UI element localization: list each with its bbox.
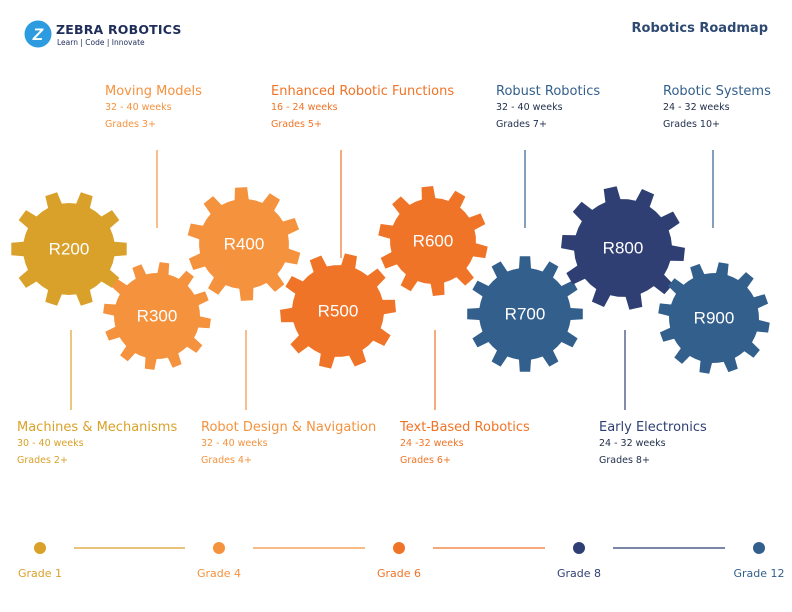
course-robot-design-navigation: Robot Design & Navigation 32 - 40 weeks …: [201, 420, 376, 469]
timeline-label-grade-4: Grade 4: [196, 567, 242, 580]
timeline-label-grade-12: Grade 12: [733, 567, 785, 580]
course-title: Robotic Systems: [663, 84, 771, 99]
course-grades: Grades 5+: [271, 119, 322, 130]
timeline-dot: [573, 542, 585, 554]
gear-label: R300: [137, 306, 178, 325]
course-moving-models: Moving Models 32 - 40 weeks Grades 3+: [105, 84, 202, 133]
course-duration: 24 -32 weeks: [400, 438, 464, 449]
course-machines-mechanisms: Machines & Mechanisms 30 - 40 weeks Grad…: [17, 420, 177, 469]
course-title: Robot Design & Navigation: [201, 420, 377, 435]
gear-r200: [11, 192, 127, 306]
course-robust-robotics: Robust Robotics 32 - 40 weeks Grades 7+: [496, 84, 600, 133]
course-grades: Grades 8+: [599, 455, 650, 466]
brand-tagline: Learn | Code | Innovate: [57, 38, 145, 47]
course-duration: 16 - 24 weeks: [271, 102, 338, 113]
course-grades: Grades 7+: [496, 119, 547, 130]
gear-r300: [103, 262, 211, 370]
course-duration: 32 - 40 weeks: [105, 102, 172, 113]
timeline-label-grade-1: Grade 1: [17, 567, 63, 580]
z-logo-icon: Z: [24, 20, 52, 48]
course-grades: Grades 2+: [17, 455, 68, 466]
gear-label: R400: [224, 234, 265, 253]
course-title: Early Electronics: [599, 420, 707, 435]
course-duration: 30 - 40 weeks: [17, 438, 84, 449]
gear-label: R900: [694, 308, 735, 327]
brand-name: ZEBRA ROBOTICS: [56, 22, 182, 37]
page-title: Robotics Roadmap: [631, 21, 768, 36]
course-title: Enhanced Robotic Functions: [271, 84, 455, 99]
course-duration: 24 - 32 weeks: [663, 102, 730, 113]
course-title: Robust Robotics: [496, 84, 601, 99]
course-title: Moving Models: [105, 84, 202, 99]
svg-text:Z: Z: [32, 25, 44, 44]
gear-r400: [187, 187, 301, 301]
gear-label: R800: [603, 238, 644, 257]
course-enhanced-robotic-functions: Enhanced Robotic Functions 16 - 24 weeks…: [271, 84, 454, 133]
course-robotic-systems: Robotic Systems 24 - 32 weeks Grades 10+: [663, 84, 771, 133]
timeline-dot: [393, 542, 405, 554]
course-duration: 24 - 32 weeks: [599, 438, 666, 449]
gear-r700: [467, 256, 583, 372]
course-text-based-robotics: Text-Based Robotics 24 -32 weeks Grades …: [400, 420, 530, 469]
course-duration: 32 - 40 weeks: [201, 438, 268, 449]
course-early-electronics: Early Electronics 24 - 32 weeks Grades 8…: [599, 420, 707, 469]
timeline-label-grade-8: Grade 8: [556, 567, 602, 580]
timeline-dot: [213, 542, 225, 554]
gear-label: R500: [318, 301, 359, 320]
course-duration: 32 - 40 weeks: [496, 102, 563, 113]
course-grades: Grades 10+: [663, 119, 720, 130]
gear-label: R700: [505, 304, 546, 323]
timeline-dot: [753, 542, 765, 554]
gear-r900: [658, 262, 770, 374]
course-title: Machines & Mechanisms: [17, 420, 178, 435]
course-grades: Grades 4+: [201, 455, 252, 466]
gear-r500: [280, 253, 396, 369]
gear-r800: [561, 186, 685, 310]
timeline-dot: [34, 542, 46, 554]
gear-label: R200: [49, 239, 90, 258]
timeline-label-grade-6: Grade 6: [376, 567, 422, 580]
gear-label: R600: [413, 231, 454, 250]
course-grades: Grades 3+: [105, 119, 156, 130]
course-title: Text-Based Robotics: [400, 420, 530, 435]
course-grades: Grades 6+: [400, 455, 451, 466]
gear-r600: [378, 186, 488, 296]
